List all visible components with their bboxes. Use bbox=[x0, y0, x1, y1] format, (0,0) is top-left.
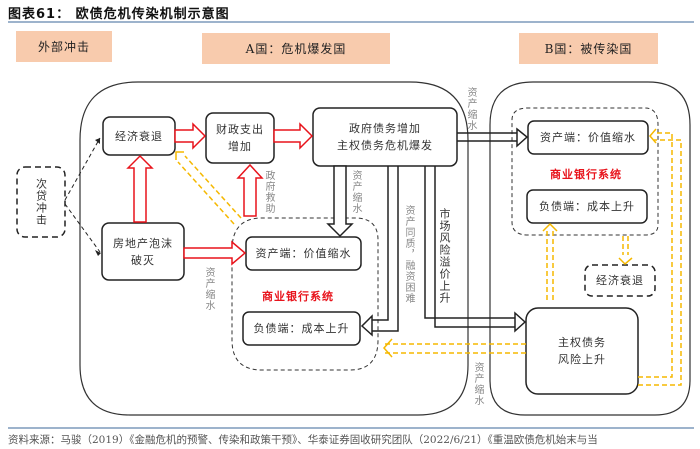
arrowhead bbox=[95, 138, 100, 144]
b-liabilities-box bbox=[526, 189, 648, 224]
gov-debt-node: 政府债务增加 主权债务危机爆发 bbox=[337, 122, 433, 152]
b-bank-system-label: 商业银行系统 bbox=[550, 168, 622, 181]
arrowhead bbox=[360, 314, 373, 337]
label-gov-bailout: 政府救助 bbox=[263, 170, 274, 214]
dashed-arrow-to-recession bbox=[64, 137, 101, 201]
a-liabilities-box bbox=[242, 311, 361, 346]
label-asset-shrink-cross: 资产缩水 bbox=[465, 87, 476, 131]
red-arrow-recession-to-fiscal bbox=[174, 122, 207, 150]
red-arrow-fiscal-to-debt bbox=[273, 122, 314, 150]
figure-title: 图表61： 欧债危机传染机制示意图 bbox=[8, 7, 230, 22]
yellow-arrow-bank-to-recession-a bbox=[177, 155, 242, 225]
a-bank-system-boundary bbox=[231, 217, 379, 371]
source-note: 资料来源：马骏（2019）《金融危机的预警、传染和政策干预》、华泰证券固收研究团… bbox=[8, 434, 598, 446]
arrowhead bbox=[175, 151, 184, 160]
a-bank-system-label: 商业银行系统 bbox=[262, 290, 334, 303]
black-arrow-debt-to-b-sovereign bbox=[424, 166, 515, 328]
title-divider bbox=[8, 21, 694, 23]
black-arrow-debt-to-b-assets bbox=[457, 132, 518, 142]
red-arrow-bailout bbox=[236, 163, 264, 217]
dashed-arrow-to-housing bbox=[64, 203, 101, 253]
arrowhead bbox=[95, 250, 101, 256]
recession-a-node: 经济衰退 bbox=[115, 129, 163, 143]
a-assets-node: 资产端：价值缩水 bbox=[255, 247, 352, 260]
arrowhead bbox=[382, 338, 393, 358]
fiscal-node: 财政支出 增加 bbox=[216, 123, 264, 153]
label-market-risk-premium: 市场风险溢价上升 bbox=[438, 208, 451, 304]
sovereign-risk-b-box bbox=[525, 307, 639, 395]
recession-b-box bbox=[584, 264, 656, 297]
label-asset-shrink-housing: 资产缩水 bbox=[203, 267, 214, 311]
yellow-arrow-b-sovereign-to-b-assets bbox=[638, 132, 682, 386]
yellow-arrow-b-sovereign-to-a-liabilities bbox=[385, 343, 526, 354]
arrowhead bbox=[649, 128, 657, 144]
header-external-shock: 外部冲击 bbox=[16, 31, 112, 62]
arrowhead bbox=[618, 257, 633, 266]
a-assets-box bbox=[245, 236, 362, 271]
red-arrow-housing-to-assets bbox=[183, 240, 247, 266]
arrowhead bbox=[542, 222, 558, 232]
subprime-box bbox=[16, 166, 66, 238]
b-liabilities-node: 负债端：成本上升 bbox=[539, 200, 635, 213]
yellow-arrow-b-bank-to-recession-b bbox=[622, 236, 629, 255]
yellow-arrow-b-sovereign-to-b-liabilities bbox=[546, 228, 554, 300]
label-asset-quality-funding: 资产同质，融资困难 bbox=[403, 205, 414, 304]
footer-divider bbox=[8, 427, 694, 429]
label-asset-shrink-debt: 资产缩水 bbox=[350, 170, 361, 214]
arrowhead bbox=[514, 311, 527, 333]
black-arrow-debt-to-a-assets bbox=[326, 165, 354, 238]
header-country-a: A国：危机爆发国 bbox=[202, 33, 390, 64]
sovereign-risk-b-node: 主权债务 风险上升 bbox=[558, 336, 606, 366]
b-assets-box bbox=[527, 120, 649, 155]
label-asset-shrink-bottom: 资产缩水 bbox=[472, 362, 483, 406]
red-arrow-housing-to-recession bbox=[126, 154, 154, 223]
gov-debt-box bbox=[312, 107, 458, 167]
subprime-node: 次贷冲击 bbox=[34, 178, 48, 226]
arrowhead bbox=[516, 127, 529, 148]
black-arrow-debt-to-a-liabilities bbox=[372, 166, 399, 332]
recession-b-node: 经济衰退 bbox=[596, 274, 644, 287]
housing-node: 房地产泡沫 破灭 bbox=[113, 236, 173, 267]
a-liabilities-node: 负债端：成本上升 bbox=[253, 322, 350, 335]
b-bank-system-boundary bbox=[511, 107, 659, 236]
country-b-container bbox=[489, 81, 691, 416]
b-assets-node: 资产端：价值缩水 bbox=[540, 131, 636, 144]
header-country-b: B国：被传染国 bbox=[519, 33, 658, 64]
country-a-container bbox=[79, 81, 469, 416]
